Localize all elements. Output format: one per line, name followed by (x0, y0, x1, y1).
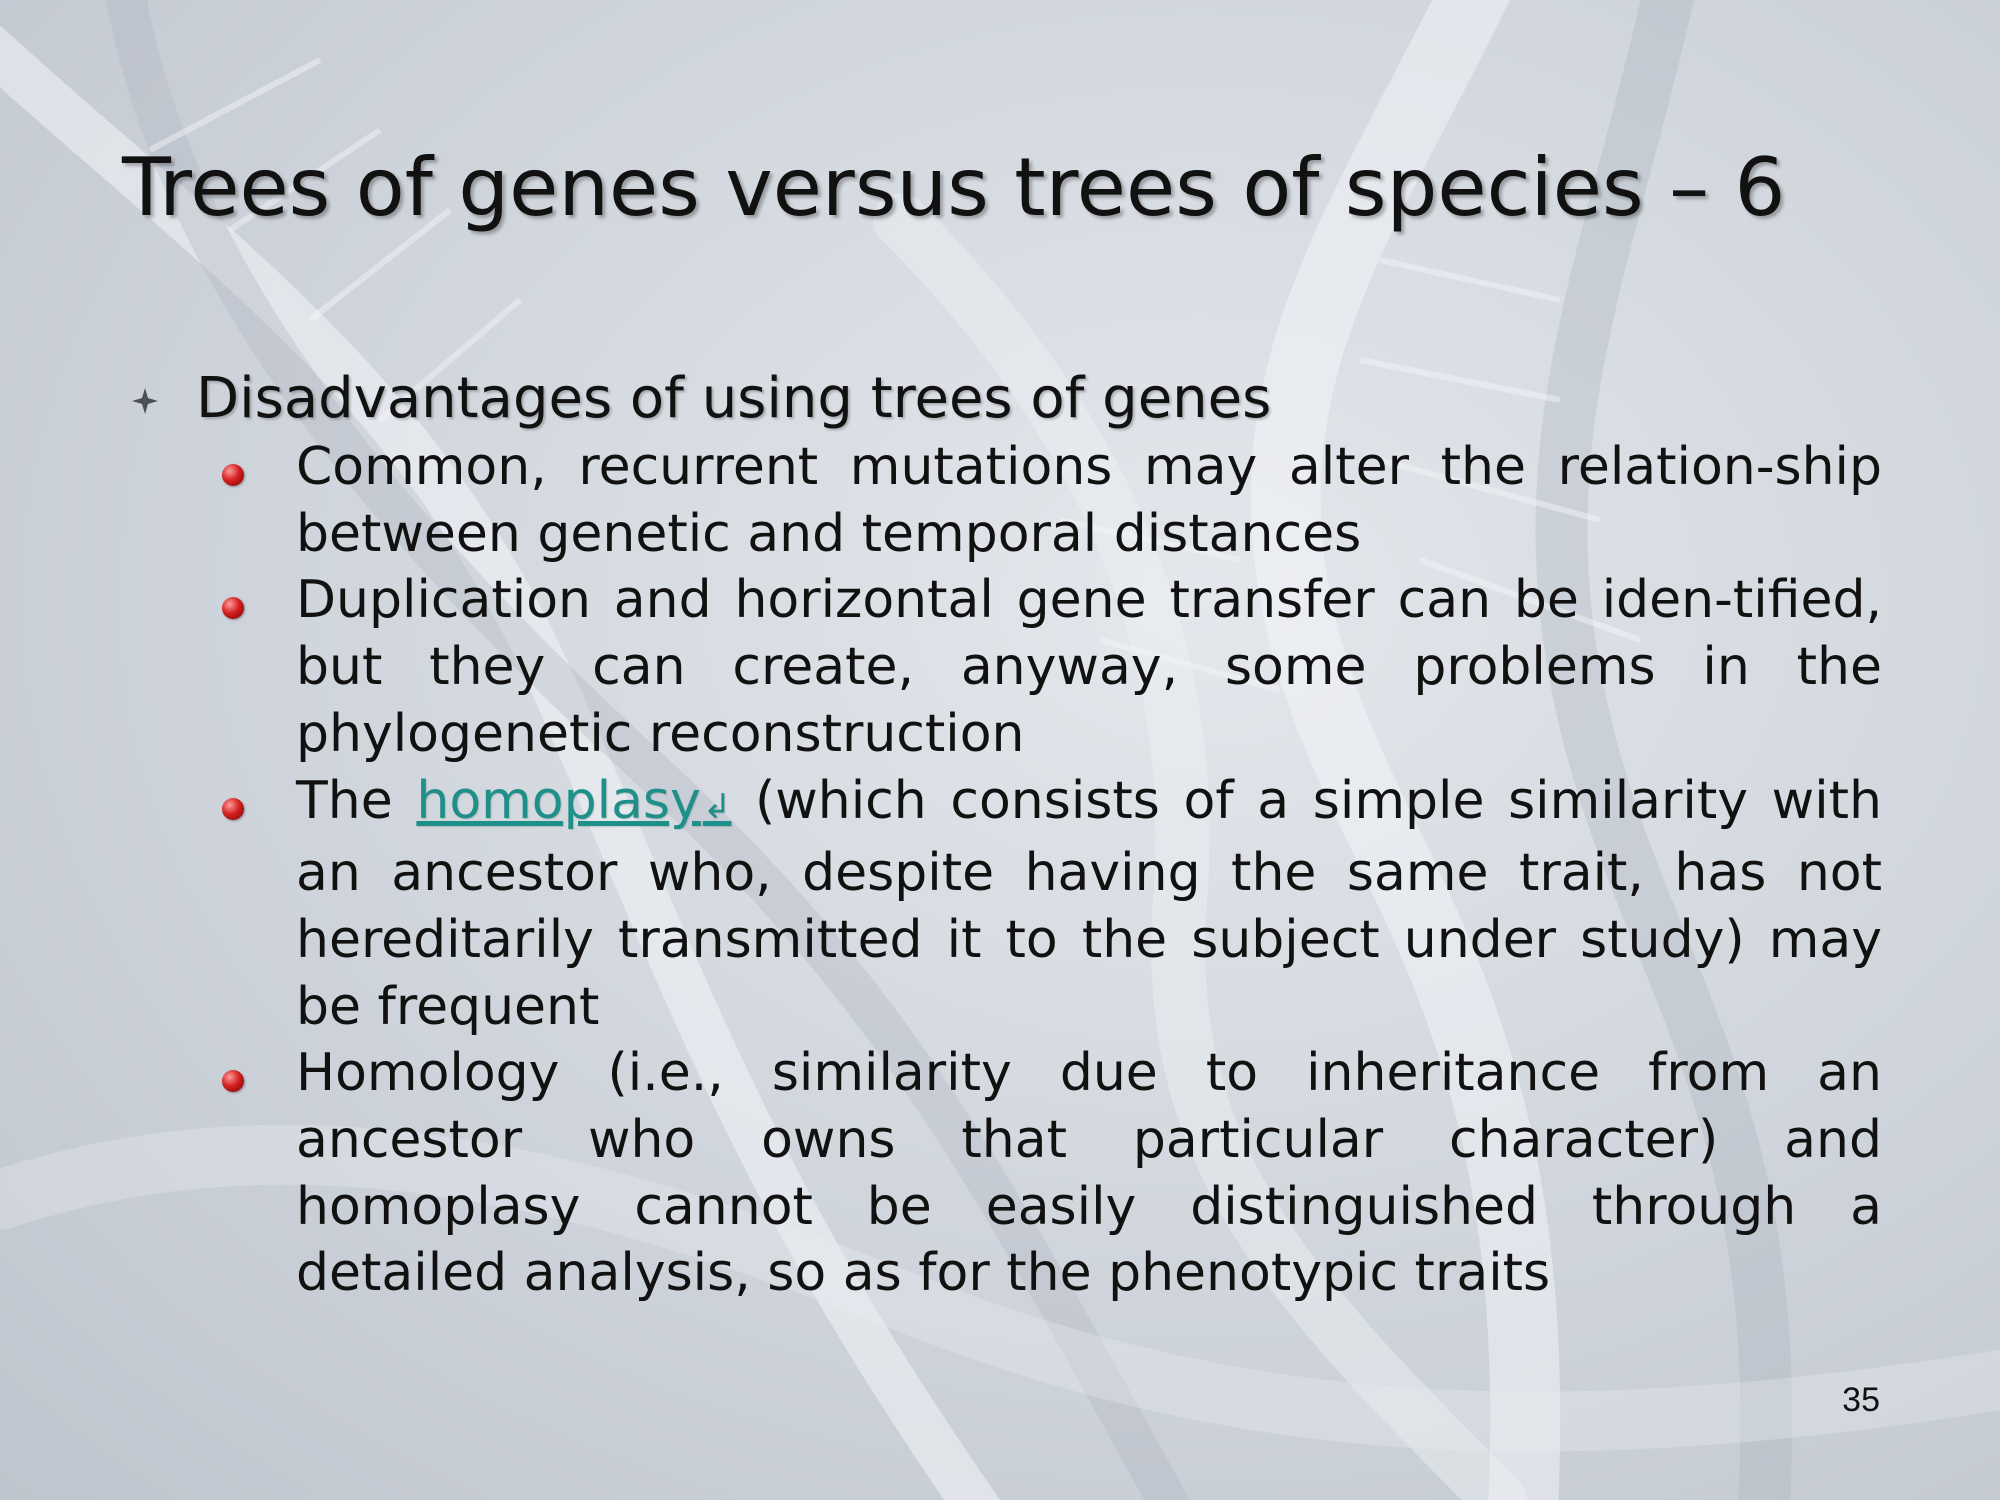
list-item-text: Homology (i.e., similarity due to inheri… (296, 1043, 1882, 1304)
list-item: Duplication and horizontal gene transfer… (222, 567, 1882, 767)
homoplasy-link-label: homoplasy (416, 770, 701, 831)
slide-title: Trees of genes versus trees of species –… (122, 141, 1786, 234)
disadvantages-list: Common, recurrent mutations may alter th… (222, 434, 1882, 1307)
list-item: Common, recurrent mutations may alter th… (222, 434, 1882, 567)
list-item: Homology (i.e., similarity due to inheri… (222, 1040, 1882, 1307)
list-item: The homoplasy↲ (which consists of a simp… (222, 768, 1882, 1041)
homoplasy-link[interactable]: homoplasy↲ (416, 771, 731, 831)
list-item-text-after-link: (which consists of a simple similarity w… (296, 770, 1882, 1037)
list-item-text: Duplication and horizontal gene transfer… (296, 570, 1882, 764)
return-arrow-icon: ↲ (702, 786, 732, 827)
red-ball-bullet-icon (222, 1070, 244, 1093)
page-number: 35 (1842, 1381, 1880, 1419)
red-ball-bullet-icon (222, 797, 244, 820)
list-item-text-before-link: The (296, 770, 417, 831)
red-ball-bullet-icon (222, 597, 244, 620)
section-heading: Disadvantages of using trees of genes (196, 366, 1272, 431)
four-point-star-icon (132, 388, 158, 414)
list-item-text: Common, recurrent mutations may alter th… (296, 437, 1882, 564)
red-ball-bullet-icon (222, 464, 244, 486)
